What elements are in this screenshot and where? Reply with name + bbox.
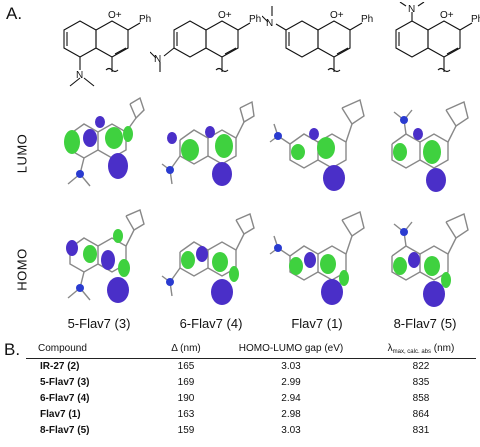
svg-text:Ph: Ph — [249, 14, 261, 25]
cell-compound: Flav7 (1) — [40, 408, 81, 420]
data-table: Compound Δ (nm) HOMO-LUMO gap (eV) λmax,… — [26, 340, 476, 438]
cell-gap: 3.03 — [281, 360, 301, 372]
cell-lambda: 835 — [412, 376, 430, 388]
svg-text:O+: O+ — [330, 10, 344, 21]
cell-compound: 6-Flav7 (4) — [40, 392, 90, 404]
svg-text:O+: O+ — [108, 10, 122, 21]
panel-label-a: A. — [6, 4, 23, 23]
header-lambda: λmax, calc. abs (nm) — [366, 340, 476, 359]
cell-lambda: 822 — [412, 360, 430, 372]
cell-lambda: 831 — [412, 424, 430, 436]
cell-delta: 190 — [177, 392, 195, 404]
homo-row-label: HOMO — [14, 248, 30, 291]
cell-gap: 2.94 — [281, 392, 301, 404]
compound-name: Flav7 (1) — [291, 316, 343, 331]
cell-delta: 159 — [177, 424, 195, 436]
cell-delta: 169 — [177, 376, 195, 388]
lumo-orbital-flav7 — [268, 94, 368, 202]
table-row: Flav7 (1) 163 2.98 864 — [26, 406, 476, 422]
cell-delta: 163 — [177, 408, 195, 420]
cell-gap: 3.03 — [281, 424, 301, 436]
structure-flav7: O+ Ph N — [261, 2, 380, 108]
cell-compound: IR-27 (2) — [40, 360, 80, 372]
cell-delta: 165 — [177, 360, 195, 372]
compound-name: 6-Flav7 (4) — [179, 316, 243, 331]
structure-8-flav7: O+ Ph N — [372, 1, 480, 108]
table-row: IR-27 (2) 165 3.03 822 — [26, 358, 476, 374]
lumo-orbital-5-flav7 — [50, 94, 150, 202]
lambda-unit: (nm) — [433, 342, 455, 354]
lumo-orbital-6-flav7 — [160, 94, 260, 202]
cell-lambda: 864 — [412, 408, 430, 420]
svg-text:N: N — [266, 18, 273, 29]
structure-6-flav7: O+ Ph N — [149, 2, 268, 108]
svg-text:O+: O+ — [440, 10, 454, 21]
compound-name: 5-Flav7 (3) — [67, 316, 131, 331]
svg-text:O+: O+ — [218, 10, 232, 21]
homo-orbital-flav7 — [268, 208, 368, 316]
compound-name: 8-Flav7 (5) — [393, 316, 457, 331]
homo-orbital-8-flav7 — [374, 208, 474, 316]
homo-orbital-5-flav7 — [50, 208, 150, 316]
cell-gap: 2.98 — [281, 408, 301, 420]
cell-lambda: 858 — [412, 392, 430, 404]
header-compound: Compound — [26, 340, 156, 359]
cell-compound: 5-Flav7 (3) — [40, 376, 90, 388]
cell-gap: 2.99 — [281, 376, 301, 388]
svg-text:N: N — [408, 4, 415, 15]
lambda-symbol: λ — [387, 342, 393, 354]
table-row: 8-Flav7 (5) 159 3.03 831 — [26, 422, 476, 438]
svg-text:N: N — [76, 70, 83, 81]
svg-text:N: N — [154, 54, 161, 65]
lumo-orbital-8-flav7 — [374, 94, 474, 202]
header-delta: Δ (nm) — [156, 340, 216, 359]
homo-orbital-6-flav7 — [160, 208, 260, 316]
svg-text:Ph: Ph — [471, 14, 480, 25]
structure-5-flav7: O+ Ph N — [40, 2, 158, 108]
header-gap: HOMO-LUMO gap (eV) — [216, 340, 366, 359]
svg-text:Ph: Ph — [361, 14, 373, 25]
lumo-row-label: LUMO — [14, 133, 30, 174]
table-header-row: Compound Δ (nm) HOMO-LUMO gap (eV) λmax,… — [26, 340, 476, 359]
table-row: 6-Flav7 (4) 190 2.94 858 — [26, 390, 476, 406]
cell-compound: 8-Flav7 (5) — [40, 424, 90, 436]
table-row: 5-Flav7 (3) 169 2.99 835 — [26, 374, 476, 390]
lambda-subscript: max, calc. abs — [392, 348, 431, 355]
panel-label-b: B. — [4, 340, 21, 359]
svg-text:Ph: Ph — [139, 14, 151, 25]
